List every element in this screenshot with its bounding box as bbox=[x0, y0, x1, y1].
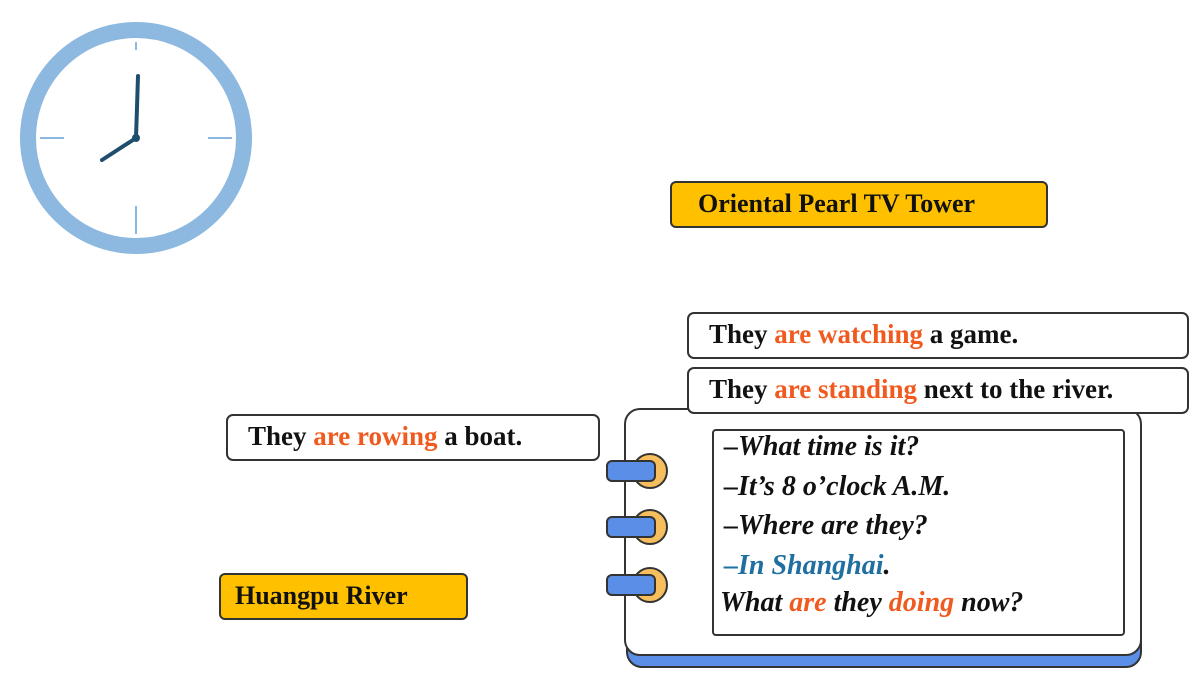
dialogue-line-3: –Where are they? bbox=[724, 510, 928, 541]
dialogue-q-word-5: now? bbox=[954, 587, 1024, 618]
dialogue-line-4: –In Shanghai. bbox=[724, 550, 891, 582]
dialogue-q-word-1: What bbox=[720, 587, 790, 618]
tower-label: Oriental Pearl TV Tower bbox=[670, 181, 1048, 228]
sentence-standing: They are standing next to the river. bbox=[687, 367, 1189, 414]
dialogue-answer-period: . bbox=[883, 550, 891, 581]
dialogue-line-2: –It’s 8 o’clock A.M. bbox=[724, 471, 951, 502]
dialogue-q-word-3: they bbox=[826, 587, 889, 618]
clock-hour-hand bbox=[100, 136, 138, 162]
sentence-standing-verb: are standing bbox=[774, 374, 918, 404]
sentence-rowing-post: a boat. bbox=[437, 421, 523, 451]
sentence-rowing: They are rowing a boat. bbox=[226, 414, 600, 461]
sentence-rowing-pre: They bbox=[248, 421, 314, 451]
clock-minute-hand bbox=[134, 74, 140, 140]
notebook bbox=[624, 408, 1142, 656]
dialogue-line-5: What are they doing now? bbox=[720, 587, 1023, 619]
river-label: Huangpu River bbox=[219, 573, 468, 620]
sentence-watching-pre: They bbox=[709, 319, 775, 349]
binder-tab-3 bbox=[606, 574, 656, 596]
clock-icon bbox=[20, 22, 252, 254]
sentence-standing-post: next to the river. bbox=[917, 374, 1114, 404]
dialogue-q-doing: doing bbox=[888, 587, 955, 618]
dialogue-answer: –In Shanghai bbox=[724, 550, 884, 581]
dialogue-line-1: –What time is it? bbox=[724, 431, 920, 462]
binder-tab-1 bbox=[606, 460, 656, 482]
dialogue-q-are: are bbox=[789, 587, 827, 618]
binder-tab-2 bbox=[606, 516, 656, 538]
dialogue-box: –What time is it? –It’s 8 o’clock A.M. –… bbox=[712, 429, 1125, 636]
sentence-watching: They are watching a game. bbox=[687, 312, 1189, 359]
clock-center bbox=[132, 134, 140, 142]
sentence-standing-pre: They bbox=[709, 374, 775, 404]
sentence-watching-verb: are watching bbox=[774, 319, 924, 349]
sentence-watching-post: a game. bbox=[923, 319, 1019, 349]
sentence-rowing-verb: are rowing bbox=[313, 421, 438, 451]
